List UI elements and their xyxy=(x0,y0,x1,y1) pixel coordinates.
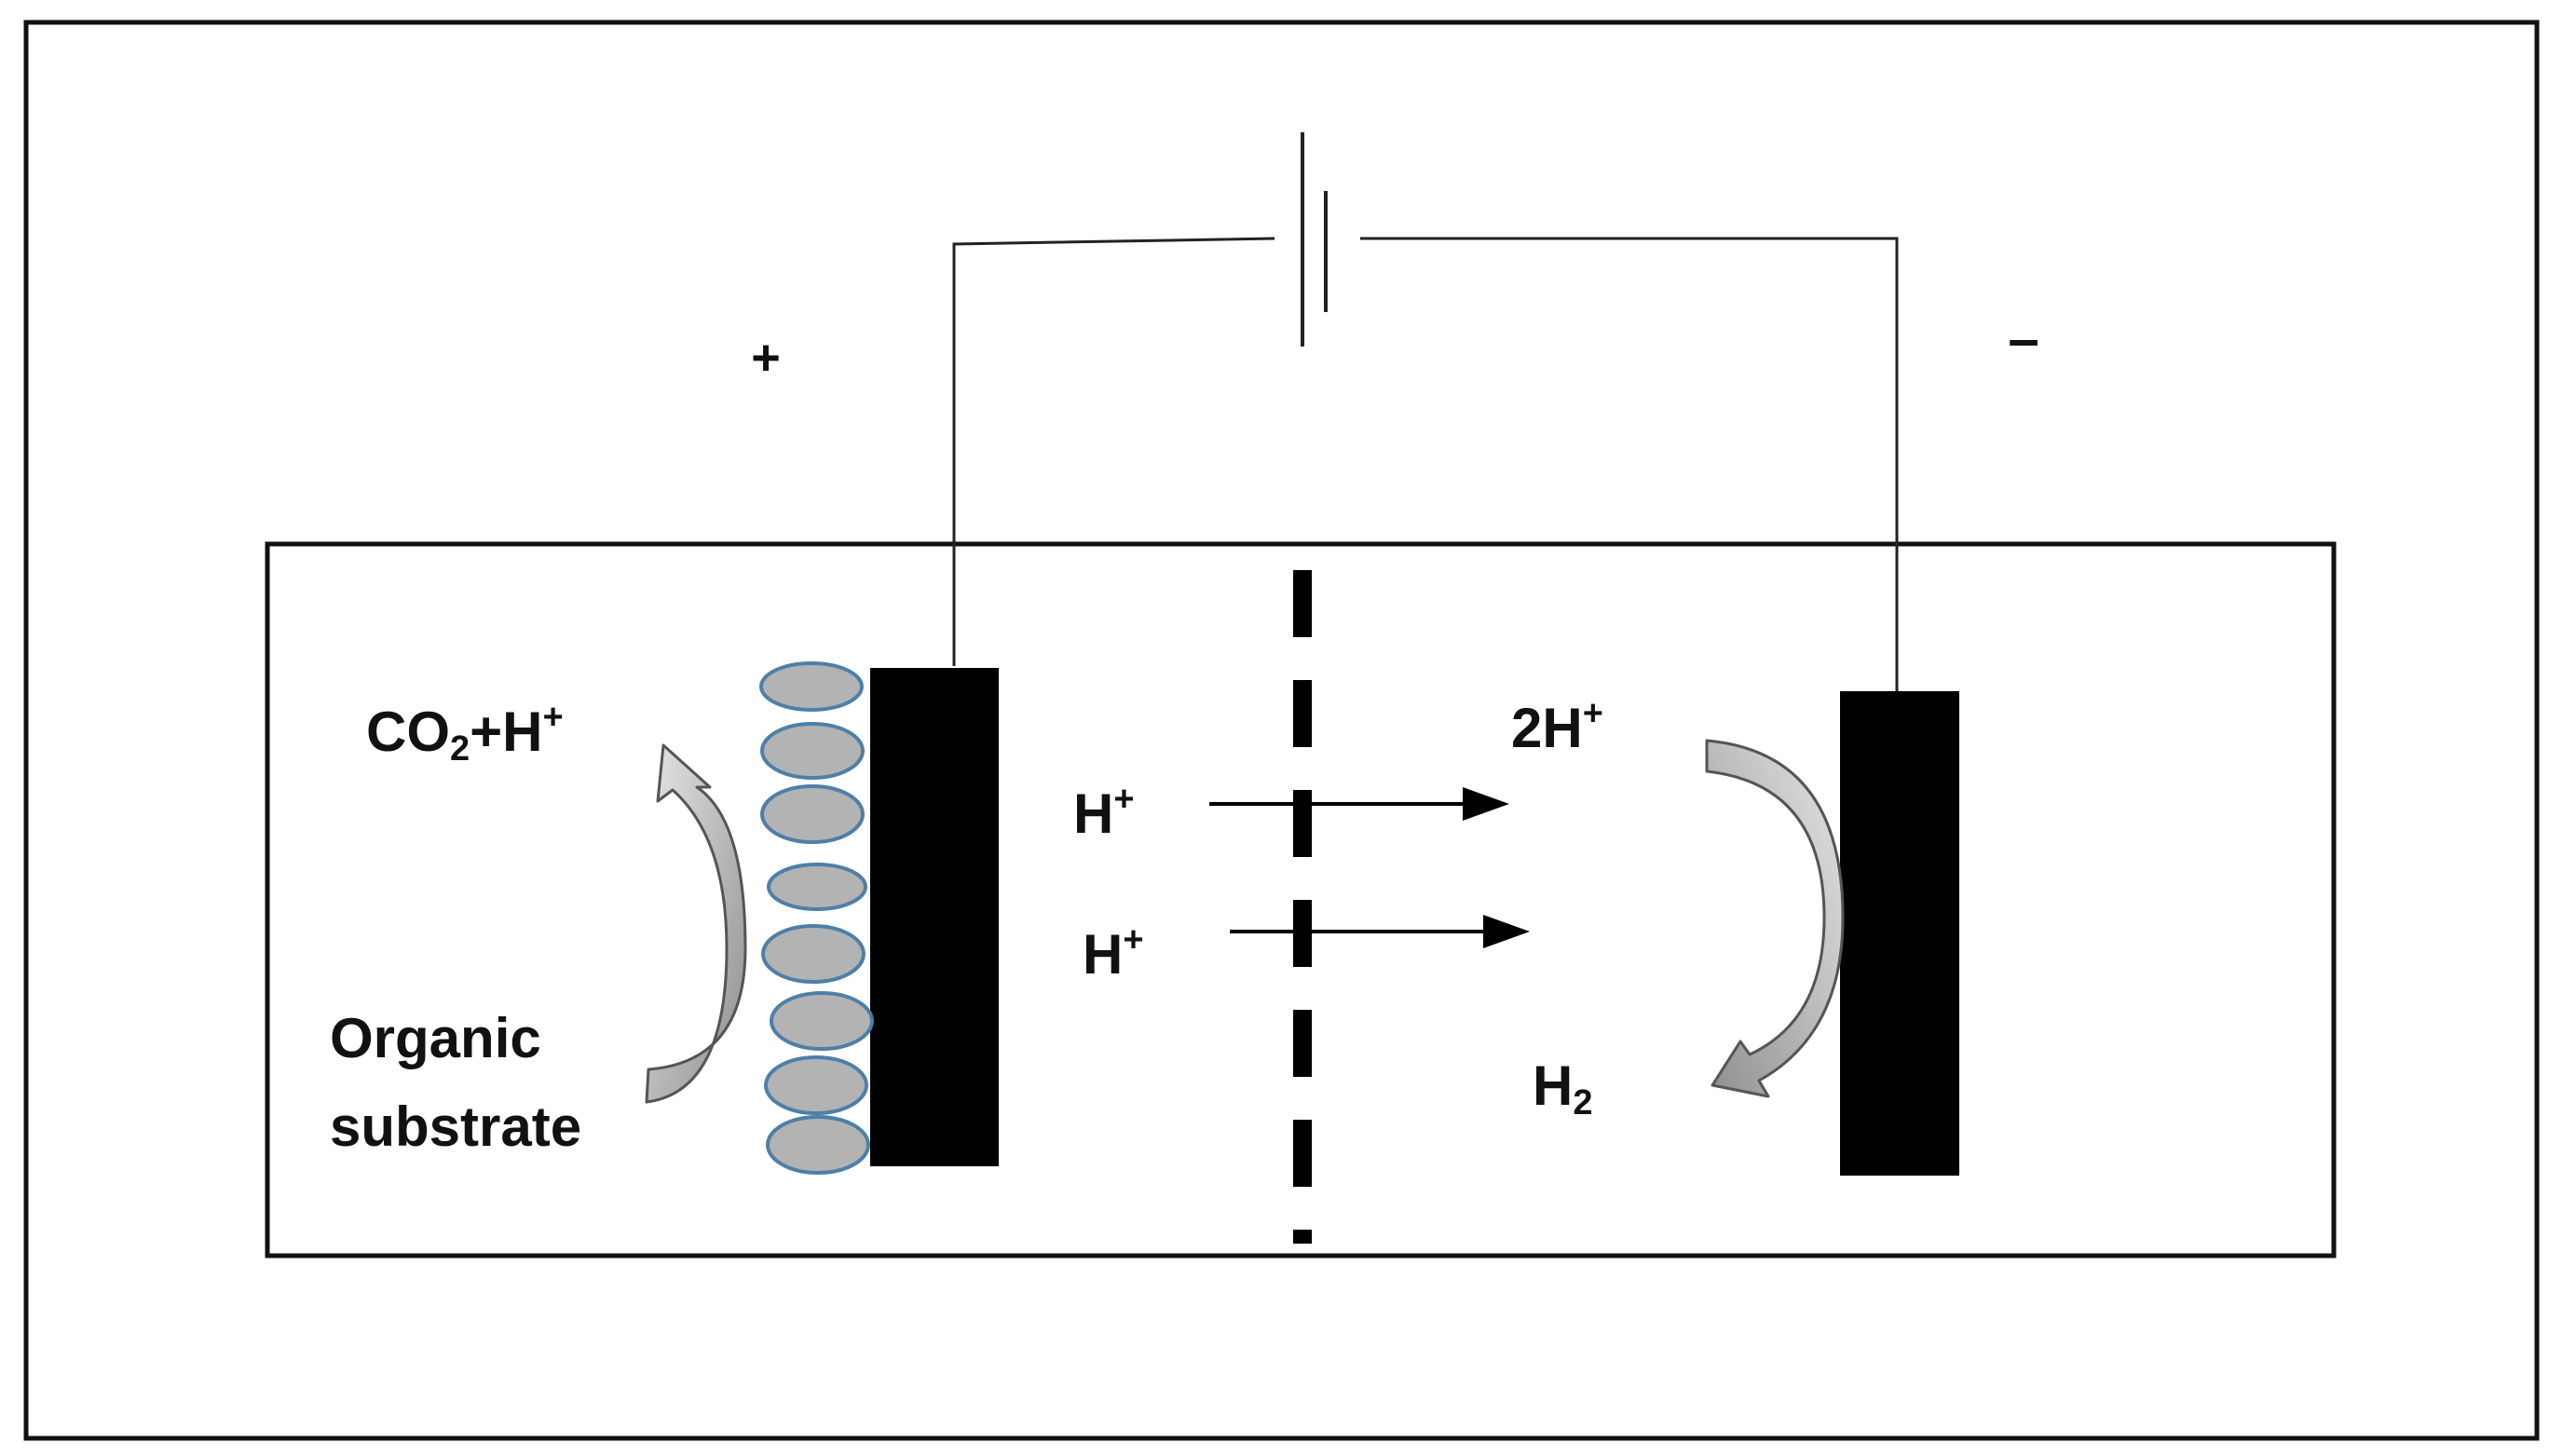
reactor-vessel xyxy=(265,541,2337,1259)
microbe-cell xyxy=(767,863,867,911)
minus-sign: – xyxy=(2008,307,2038,370)
cathode-reaction-arrow xyxy=(1705,739,1845,1098)
substrate-label-line2: substrate xyxy=(330,1095,581,1158)
microbe-cell xyxy=(761,924,866,984)
microbe-cell xyxy=(759,661,864,712)
proton-arrow-bottom-head xyxy=(1483,915,1530,948)
outer-frame xyxy=(23,20,2540,1441)
wire-cathode xyxy=(1360,237,1899,691)
microbe-cell xyxy=(760,784,865,844)
anode-reaction-arrow xyxy=(645,743,747,1104)
proton-label-top: H+ xyxy=(1073,780,1135,845)
substrate-label-line1: Organic xyxy=(330,1007,541,1069)
microbe-cell xyxy=(764,1055,868,1115)
cathode-electrode xyxy=(1840,691,1959,1176)
anode-electrode xyxy=(870,668,999,1166)
proton-label-bottom: H+ xyxy=(1083,920,1144,986)
plus-sign: + xyxy=(751,330,781,386)
power-source-icon xyxy=(1301,132,1328,347)
microbe-cell xyxy=(760,722,865,780)
cathode-reactant-label: 2H+ xyxy=(1511,694,1603,759)
proton-flow-arrows xyxy=(1209,787,1530,948)
anode-product-label: CO2+H+ xyxy=(366,698,564,769)
microbe-cell xyxy=(770,991,874,1051)
microbe-cell xyxy=(766,1115,870,1175)
external-circuit xyxy=(952,237,1899,691)
biofilm-layer xyxy=(759,661,874,1175)
wire-anode xyxy=(952,237,1275,666)
proton-arrow-top-head xyxy=(1463,787,1509,821)
cathode-product-label: H2 xyxy=(1533,1055,1592,1123)
